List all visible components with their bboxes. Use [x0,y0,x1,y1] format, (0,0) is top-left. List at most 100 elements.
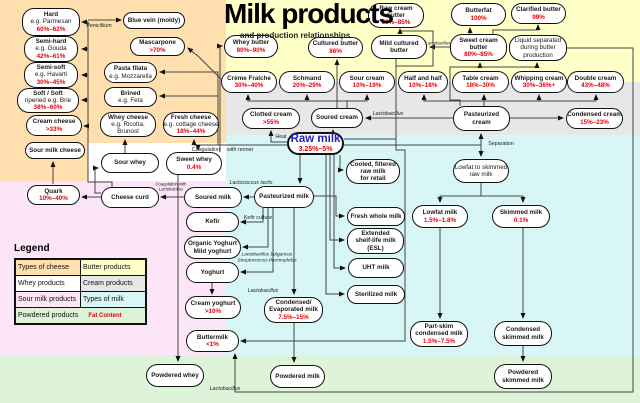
node-pasteurized-cream-line: Pasteurized [463,111,500,119]
label-lactobacillus-bulgaricus: Lactobacillus bulgaricus [241,252,293,258]
node-lowfat-milk-line: Lowfat milk [422,209,458,217]
page-subtitle: and production relationships [240,31,351,40]
node-sour-cream-line: Sour cream [349,74,385,82]
node-fresh-cheese-line: 18%–44% [176,128,206,136]
node-soured-milk: Soured milk [184,187,242,208]
node-cooled-filtered-raw-milk-line: raw milk [360,167,386,175]
node-half-and-half-line: 10%–18% [408,82,438,89]
node-fresh-whole-milk-line: Fresh whole milk [350,212,402,220]
node-whey-cheese-line: e.g. Ricotta, [111,120,145,128]
node-clotted-cream-line: Clotted cream [250,111,292,119]
node-soft-ripened-line: 38%–60% [33,104,63,112]
label-lactobacillus-butter: Lactobacillus [425,40,451,46]
node-sour-milk-cheese-line: Sour milk cheese [29,146,81,154]
node-cheese-curd: Cheese curd [101,187,159,208]
node-semi-soft-line: 30%–45% [36,78,66,86]
node-raw-milk-line: 3.25%–5% [298,146,333,154]
node-condensed-cream-line: 15%–23% [580,118,609,126]
label-with-rennet: with rennet [227,147,253,153]
node-blue-vein: Blue vein (moldy) [123,12,185,29]
node-clarified-butter-line: Clarified butter [516,6,561,14]
node-cream-cheese-line: >33% [45,125,63,133]
node-pasteurized-milk-line: Pasteurized milk [259,193,309,201]
node-sweet-cream-butter-line: butter [469,43,488,51]
node-mascarpone-line: Mascarpone [139,39,176,47]
node-brined-line: e.g. Feta [118,97,143,104]
node-whey-butter-line: Whey butter [232,39,270,47]
node-powdered-skimmed-milk-line: skimmed milk [502,376,544,384]
node-sour-whey-line: Sour whey [114,159,146,167]
node-lowfat-to-skimmed-raw-milk-line: Lowfat to skimmed [454,163,508,171]
node-skimmed-milk-line: Skimmed milk [499,209,543,217]
node-condensed-evaporated-milk-line: Evaporated milk [269,306,318,314]
node-yoghurt-line: Yoghurt [200,268,225,276]
node-buttermilk-line: <1% [206,341,219,348]
node-blue-vein-line: Blue vein (moldy) [127,16,181,24]
node-cultured-butter-line: Cultured butter [312,40,359,48]
node-pasteurized-cream-line: cream [472,118,491,126]
node-pasta-filata-line: Pasta filata [113,65,148,73]
node-quark-line: Quark [44,187,63,195]
node-liquid-separated-line: during butter [520,44,556,52]
node-lowfat-milk-line: 1.5%–1.8% [423,216,457,224]
node-semi-hard-line: Semi-hard [35,38,67,46]
node-kefir-line: Kefir [205,218,220,226]
page-title: Milk products [224,0,394,29]
node-pasteurized-milk: Pasteurized milk [254,186,314,208]
node-organic-yoghurt-line: Mild yoghurt [193,247,232,255]
node-quark-line: 10%–40% [39,195,68,202]
node-creme-fraiche-line: 30%–40% [234,82,264,89]
node-liquid-separated-line: Liquid separated [514,37,562,45]
legend-cell-pink: Sour milk products [14,291,81,308]
node-sour-whey: Sour whey [101,153,159,173]
node-sweet-cream-butter-line: Sweet cream [459,36,498,44]
node-raw-cream-butter-line: butter [387,11,405,19]
node-mild-cultured-butter-line: Mild cultured [379,39,419,47]
node-condensed-evaporated-milk-line: Condensed/ [275,299,312,307]
node-esl-milk-line: shelf-life milk [355,237,396,245]
legend-cell-cyan: Types of milk [80,291,147,308]
node-cooled-filtered-raw-milk-line: Cooled, filtered [350,160,396,168]
node-lowfat-to-skimmed-raw-milk-line: raw milk [469,171,493,178]
label-streptococcus-thermophilus: Streptococcus thermophilus [237,258,297,264]
node-half-and-half-line: Half and half [404,74,442,82]
label-lactobacillus-mid: Lactobacillus [247,288,279,294]
node-part-skim-condensed-milk-line: Part-skim [424,323,454,331]
node-fresh-whole-milk: Fresh whole milk [347,207,405,226]
node-mascarpone: Mascarpone>70% [130,37,185,56]
node-sweet-whey-line: Sweet whey [176,156,212,164]
node-raw-milk-line: Raw milk [290,132,341,145]
node-powdered-milk: Powdered milk [270,365,325,388]
node-esl-milk-line: Extended [361,230,390,238]
legend-cell-yellow: Butter products [80,258,147,276]
node-semi-soft-line: e.g. Havarti [34,71,68,79]
